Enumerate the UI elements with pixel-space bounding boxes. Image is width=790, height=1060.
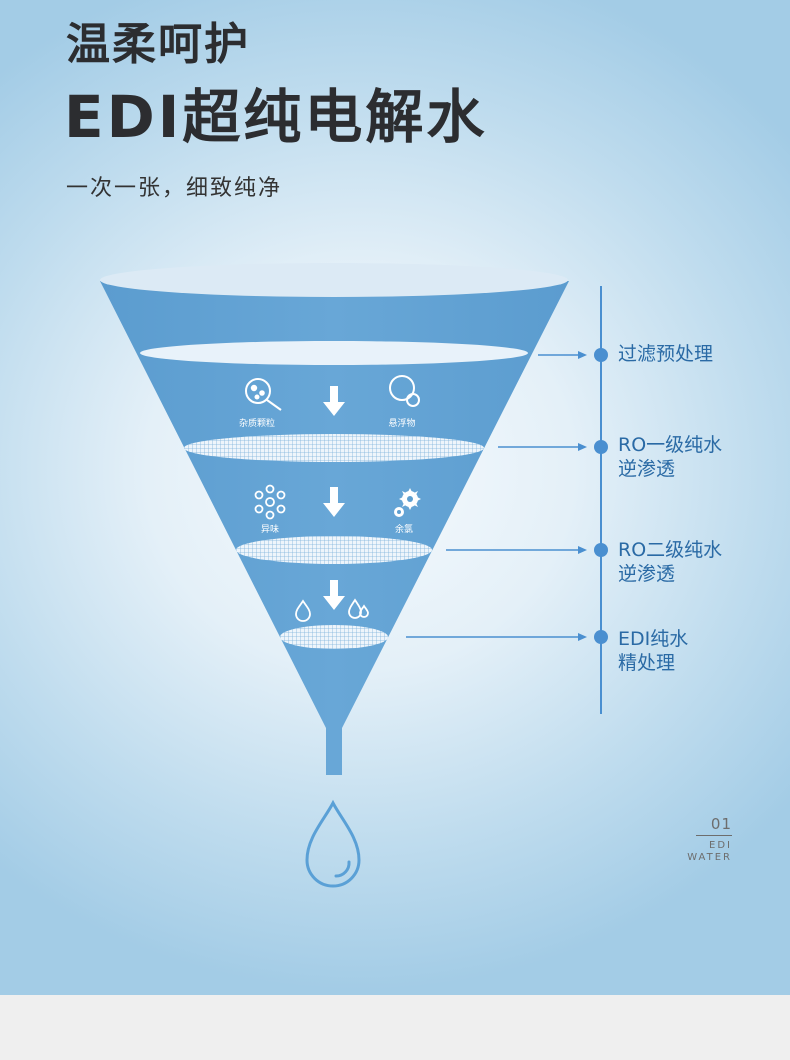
stage-4-line-1: EDI纯水 [618, 628, 689, 650]
timeline-dot [594, 543, 608, 557]
stage-3-line-1: RO二级纯水 [618, 539, 723, 561]
label-particles: 杂质颗粒 [238, 419, 275, 429]
section-badge: 01 EDI WATER [676, 815, 732, 864]
arrow-down-icon [323, 580, 345, 610]
timeline-dot [594, 630, 608, 644]
water-drops-icon [348, 598, 369, 619]
filter-layer-1 [140, 341, 528, 365]
stage-3-line-2: 逆渗透 [618, 563, 676, 585]
filter-layer-2 [184, 434, 484, 462]
suspended-matter-icon [389, 375, 420, 407]
tagline: 一次一张，细致纯净 [66, 176, 283, 201]
stage-1-line-1: 过滤预处理 [618, 343, 714, 365]
chlorine-gear-icon [394, 488, 421, 517]
stage-3: RO二级纯水 逆渗透 [618, 538, 722, 586]
arrow-down-icon [323, 487, 345, 517]
falling-drop-icon [305, 799, 361, 888]
particle-magnifier-icon [245, 378, 282, 411]
arrow-down-icon [323, 386, 345, 416]
badge-divider [696, 835, 732, 836]
label-suspended-matter: 悬浮物 [388, 419, 416, 429]
stage-pointers [406, 351, 587, 641]
badge-line-1: EDI [709, 840, 732, 851]
stage-2: RO一级纯水 逆渗透 [618, 433, 722, 481]
water-drop-icon [295, 599, 311, 622]
odor-icon [254, 484, 286, 520]
stage-2-line-1: RO一级纯水 [618, 434, 723, 456]
timeline-dot [594, 440, 608, 454]
timeline-dot [594, 348, 608, 362]
stage-1: 过滤预处理 [618, 342, 713, 366]
funnel-rim [100, 263, 568, 297]
label-odor: 异味 [260, 525, 279, 535]
label-chlorine: 余氯 [394, 525, 413, 535]
stage-2-line-2: 逆渗透 [618, 458, 676, 480]
funnel-illustration [100, 263, 608, 888]
poster: 温柔呵护 EDI超纯电解水 一次一张，细致纯净 [0, 0, 790, 995]
subtitle: 温柔呵护 [66, 19, 250, 70]
filter-layer-4 [280, 625, 388, 649]
page-title: EDI超纯电解水 [64, 83, 488, 151]
stage-4-line-2: 精处理 [618, 652, 676, 674]
badge-number: 01 [710, 815, 732, 833]
stage-4: EDI纯水 精处理 [618, 627, 688, 675]
badge-line-2: WATER [687, 852, 732, 863]
filter-layer-3 [236, 536, 432, 564]
funnel-body [100, 281, 569, 775]
